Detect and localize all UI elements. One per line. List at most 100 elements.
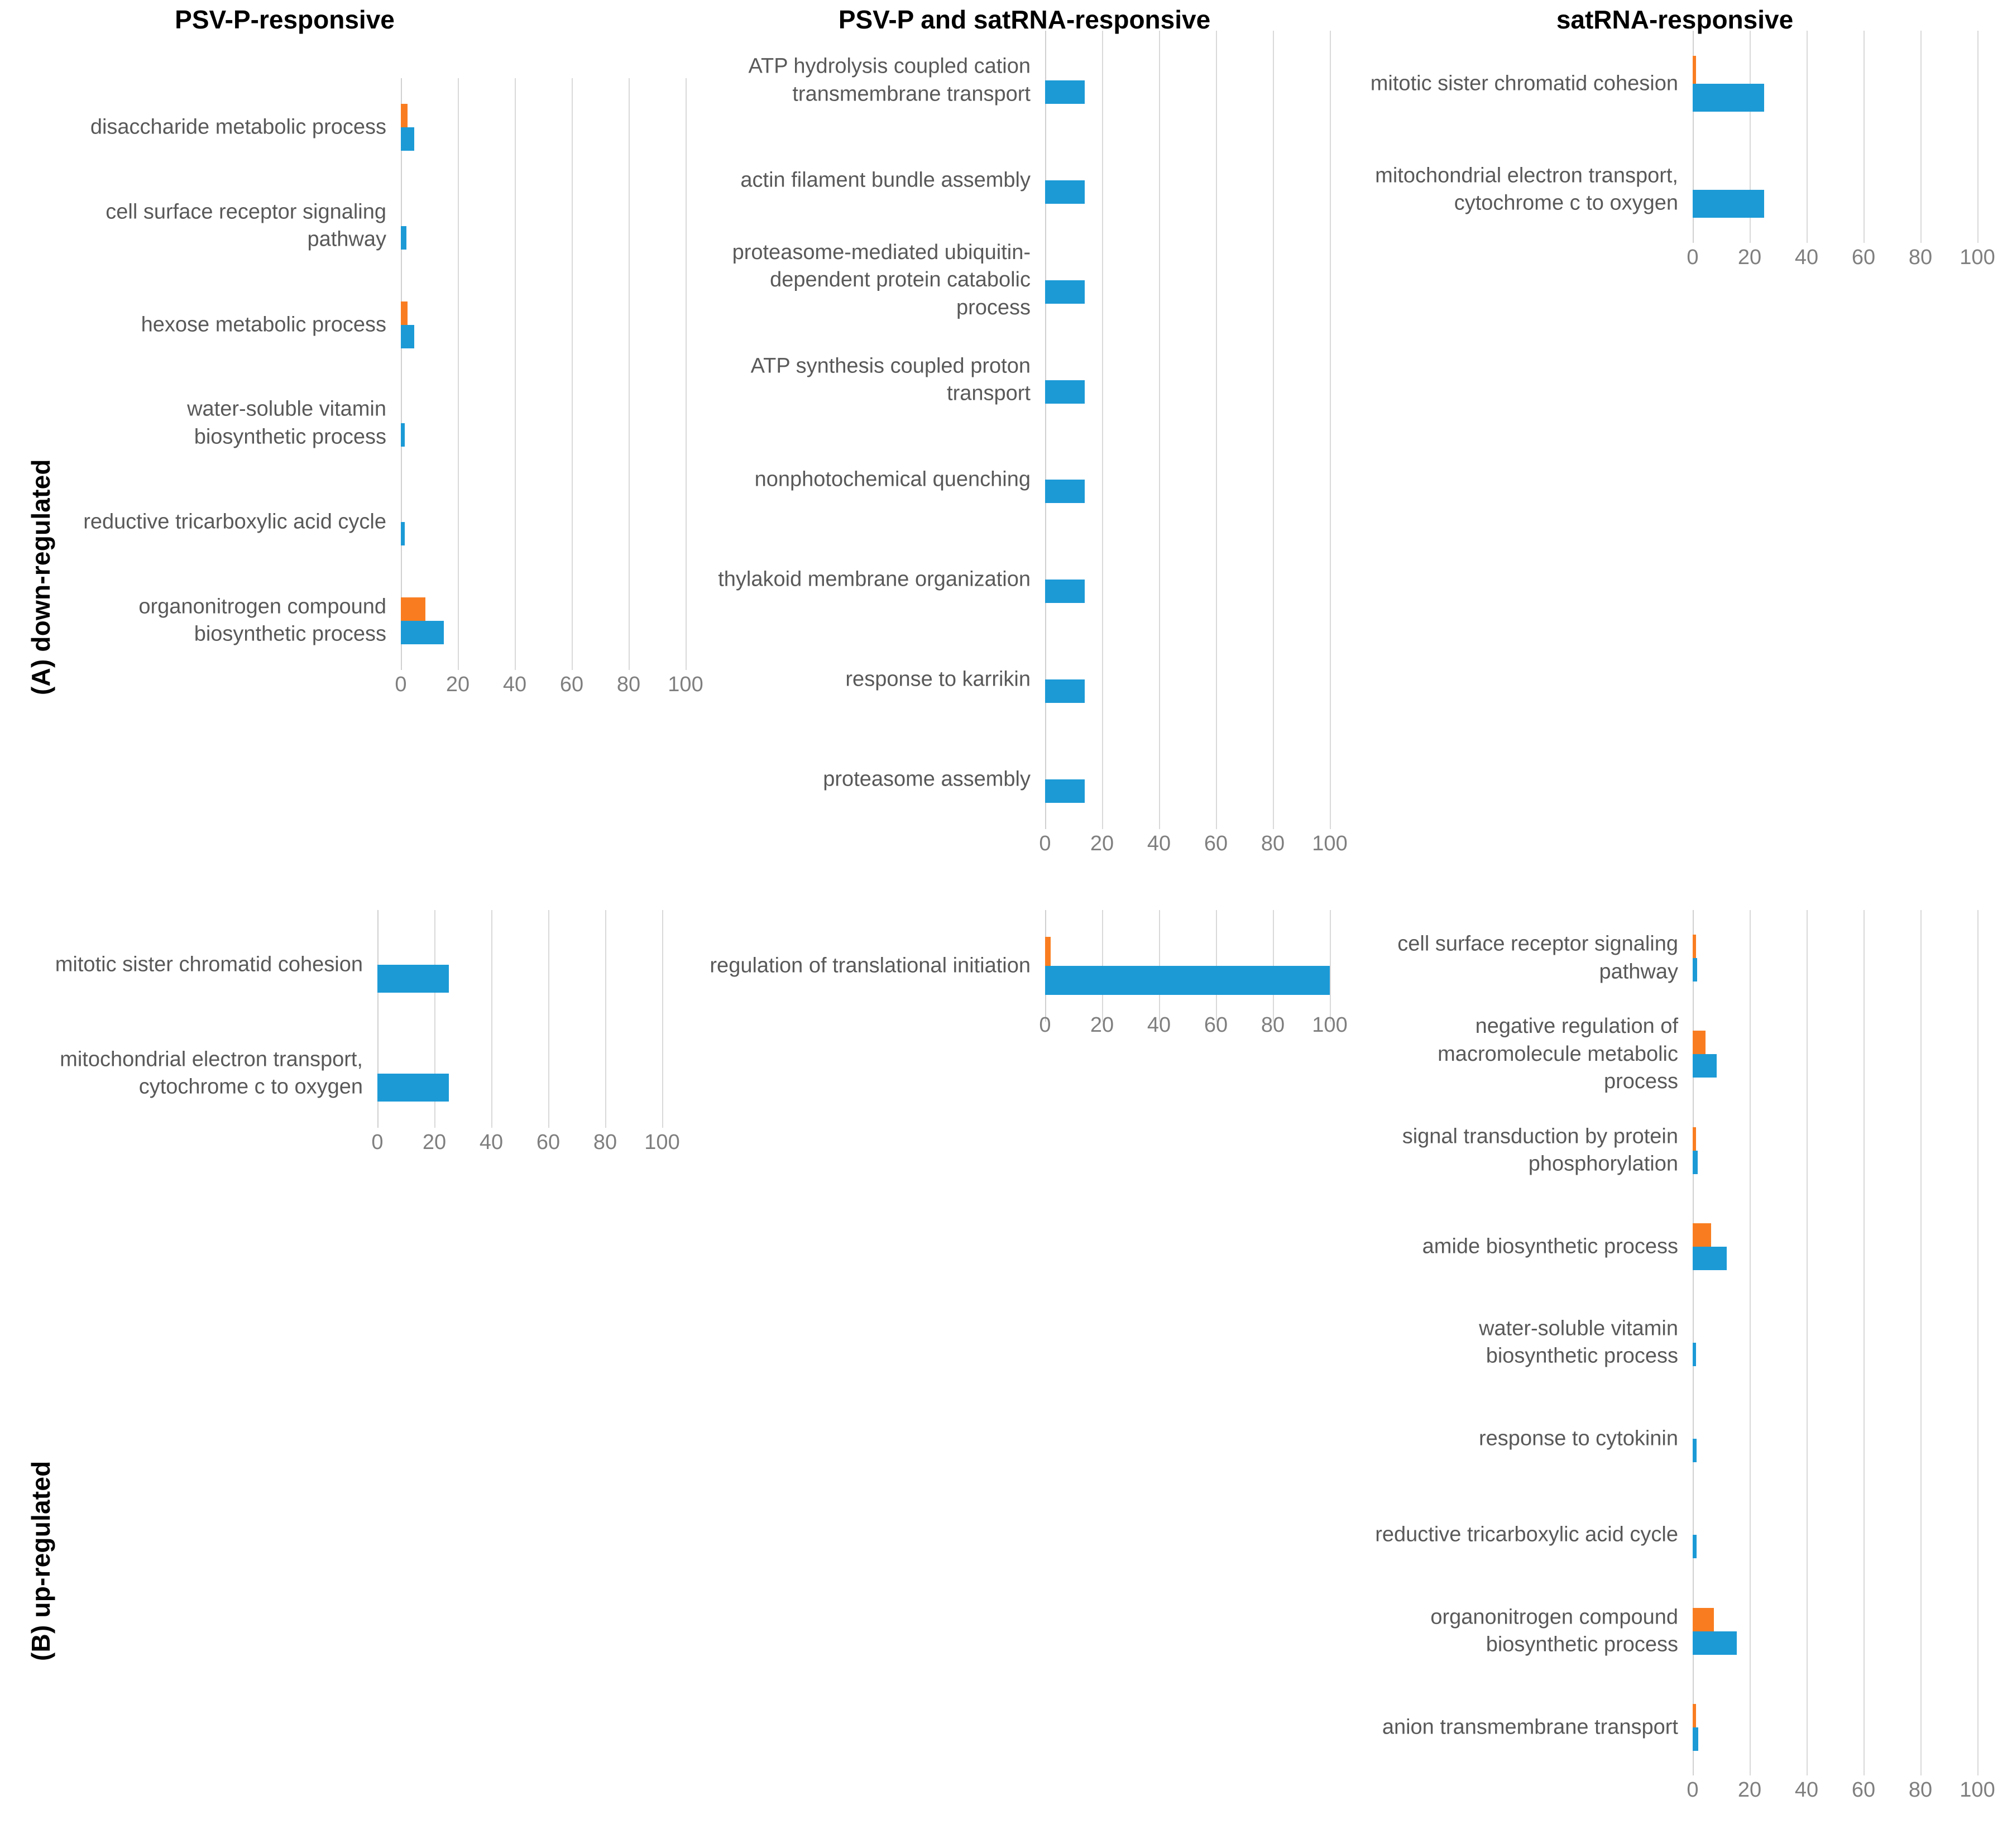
category-label: mitotic sister chromatid cohesion — [1370, 71, 1678, 95]
category-label: thylakoid membrane organization — [718, 567, 1031, 591]
chart-row: mitochondrial electron transport, cytoch… — [60, 1019, 719, 1128]
chart-row: disaccharide metabolic process — [90, 78, 742, 177]
bar-blue-series — [401, 620, 444, 644]
x-tick-label: 20 — [1737, 246, 1762, 269]
category-label: ATP hydrolysis coupled cation transmembr… — [748, 54, 1031, 106]
bar-blue-series — [1045, 679, 1085, 703]
gridline-100 — [1330, 910, 1331, 1022]
x-tick-label: 40 — [1147, 832, 1171, 855]
bar-group — [1045, 937, 1387, 995]
x-tick-label: 80 — [1261, 832, 1285, 855]
chart-row: mitochondrial electron transport, cytoch… — [1375, 137, 2012, 243]
bar-blue-series — [1045, 380, 1085, 404]
bar-blue-series — [1693, 190, 1764, 218]
bar-orange-series — [1693, 1703, 1697, 1727]
bar-group — [1693, 1607, 2012, 1655]
bar-orange-series — [1693, 1127, 1697, 1151]
bar-group — [1045, 656, 1387, 703]
bar-blue-series — [1693, 958, 1698, 982]
bar-group — [1045, 357, 1387, 404]
category-label: actin filament bundle assembly — [740, 168, 1031, 192]
chart-row: nonphotochemical quenching — [755, 430, 1387, 530]
bar-blue-series — [401, 423, 405, 447]
plot-area-A3: mitotic sister chromatid cohesion mitocho… — [1371, 31, 2012, 243]
category-label: proteasome assembly — [823, 767, 1031, 791]
category-label: hexose metabolic process — [141, 312, 386, 336]
gridline-20 — [1750, 910, 1751, 1775]
bar-blue-series — [1045, 966, 1330, 995]
bar-group — [1693, 1223, 2012, 1270]
bar-group — [1045, 57, 1387, 104]
bar-orange-series — [1693, 935, 1697, 959]
gridline-80 — [1920, 910, 1922, 1775]
bar-group — [401, 104, 742, 151]
panel-title-A1: PSV-P-responsive — [175, 5, 395, 34]
bar-blue-series — [1693, 1727, 1699, 1751]
x-tick-label: 60 — [1851, 246, 1876, 269]
bar-group — [401, 203, 742, 250]
bar-group — [401, 597, 742, 644]
chart-row: anion transmembrane transport — [1382, 1679, 2012, 1775]
x-tick-label: 60 — [1204, 1013, 1228, 1037]
bar-orange-series — [1693, 1607, 1714, 1631]
bar-blue-series — [1693, 1054, 1717, 1078]
gridline-40 — [491, 910, 492, 1128]
bar-group — [401, 400, 742, 447]
x-tick-label: 60 — [536, 1131, 561, 1154]
plot-area-B1: mitotic sister chromatid cohesion mitocho… — [55, 910, 719, 1128]
bar-group — [1045, 257, 1387, 304]
plot-area-A1: disaccharide metabolic process cell surfa… — [83, 78, 742, 670]
bar-blue-series — [401, 127, 414, 151]
chart-row: mitotic sister chromatid cohesion — [1371, 31, 2012, 137]
bar-group — [1045, 456, 1387, 504]
category-label: water-soluble vitamin biosynthetic proce… — [1479, 1316, 1678, 1368]
gridline-100 — [1977, 910, 1979, 1775]
x-tick-label: 40 — [1794, 246, 1819, 269]
category-label: cell surface receptor signaling pathway — [106, 200, 386, 251]
category-label: mitotic sister chromatid cohesion — [55, 952, 363, 976]
gridlines-A2 — [1045, 31, 1387, 829]
gridline-80 — [1920, 31, 1922, 243]
plot-area-B2: regulation of translational initiation — [710, 910, 1387, 1022]
x-tick-label: 100 — [1312, 832, 1348, 855]
x-tick-label: 80 — [593, 1131, 617, 1154]
chart-row: ATP hydrolysis coupled cation transmembr… — [748, 31, 1387, 131]
chart-row: response to cytokinin — [1479, 1391, 2012, 1487]
chart-row: actin filament bundle assembly — [740, 131, 1387, 231]
category-rows-B2: regulation of translational initiation — [710, 910, 1387, 1022]
chart-row: reductive tricarboxylic acid cycle — [83, 473, 742, 572]
bar-blue-series — [1045, 280, 1085, 304]
x-tick-label: 60 — [559, 673, 584, 696]
category-label: proteasome-mediated ubiquitin-dependent … — [732, 240, 1031, 319]
category-rows-A3: mitotic sister chromatid cohesion mitocho… — [1371, 31, 2012, 243]
section-label-down-regulated: (A) down-regulated — [26, 459, 55, 695]
section-label-up-regulated: (B) up-regulated — [26, 1461, 55, 1661]
gridline-100 — [1977, 31, 1979, 243]
gridline-60 — [1864, 31, 1865, 243]
x-tick-label: 20 — [1737, 1778, 1762, 1802]
chart-row: proteasome assembly — [823, 729, 1387, 829]
gridline-20 — [458, 78, 459, 670]
x-tick-label: 0 — [371, 1131, 384, 1154]
gridline-0 — [1045, 31, 1046, 829]
category-rows-A1: disaccharide metabolic process cell surfa… — [83, 78, 742, 670]
category-label: organonitrogen compound biosynthetic pro… — [138, 595, 386, 646]
x-tick-label: 40 — [1147, 1013, 1171, 1037]
gridline-80 — [629, 78, 630, 670]
x-tick-label: 80 — [616, 673, 641, 696]
x-tick-label: 80 — [1908, 1778, 1933, 1802]
category-label: nonphotochemical quenching — [754, 467, 1031, 491]
x-tick-label: 0 — [1039, 1013, 1051, 1037]
gridline-60 — [548, 910, 549, 1128]
category-label: amide biosynthetic process — [1422, 1234, 1678, 1258]
chart-row: proteasome-mediated ubiquitin-dependent … — [732, 231, 1387, 331]
category-label: signal transduction by protein phosphory… — [1402, 1124, 1678, 1176]
x-tick-label: 20 — [422, 1131, 447, 1154]
gridline-80 — [605, 910, 606, 1128]
x-tick-label: 100 — [668, 673, 703, 696]
gridline-60 — [572, 78, 573, 670]
gridline-20 — [434, 910, 435, 1128]
x-tick-label: 0 — [395, 673, 407, 696]
gridlines-A3 — [1693, 31, 2012, 243]
x-tick-label: 100 — [1960, 1778, 1995, 1802]
